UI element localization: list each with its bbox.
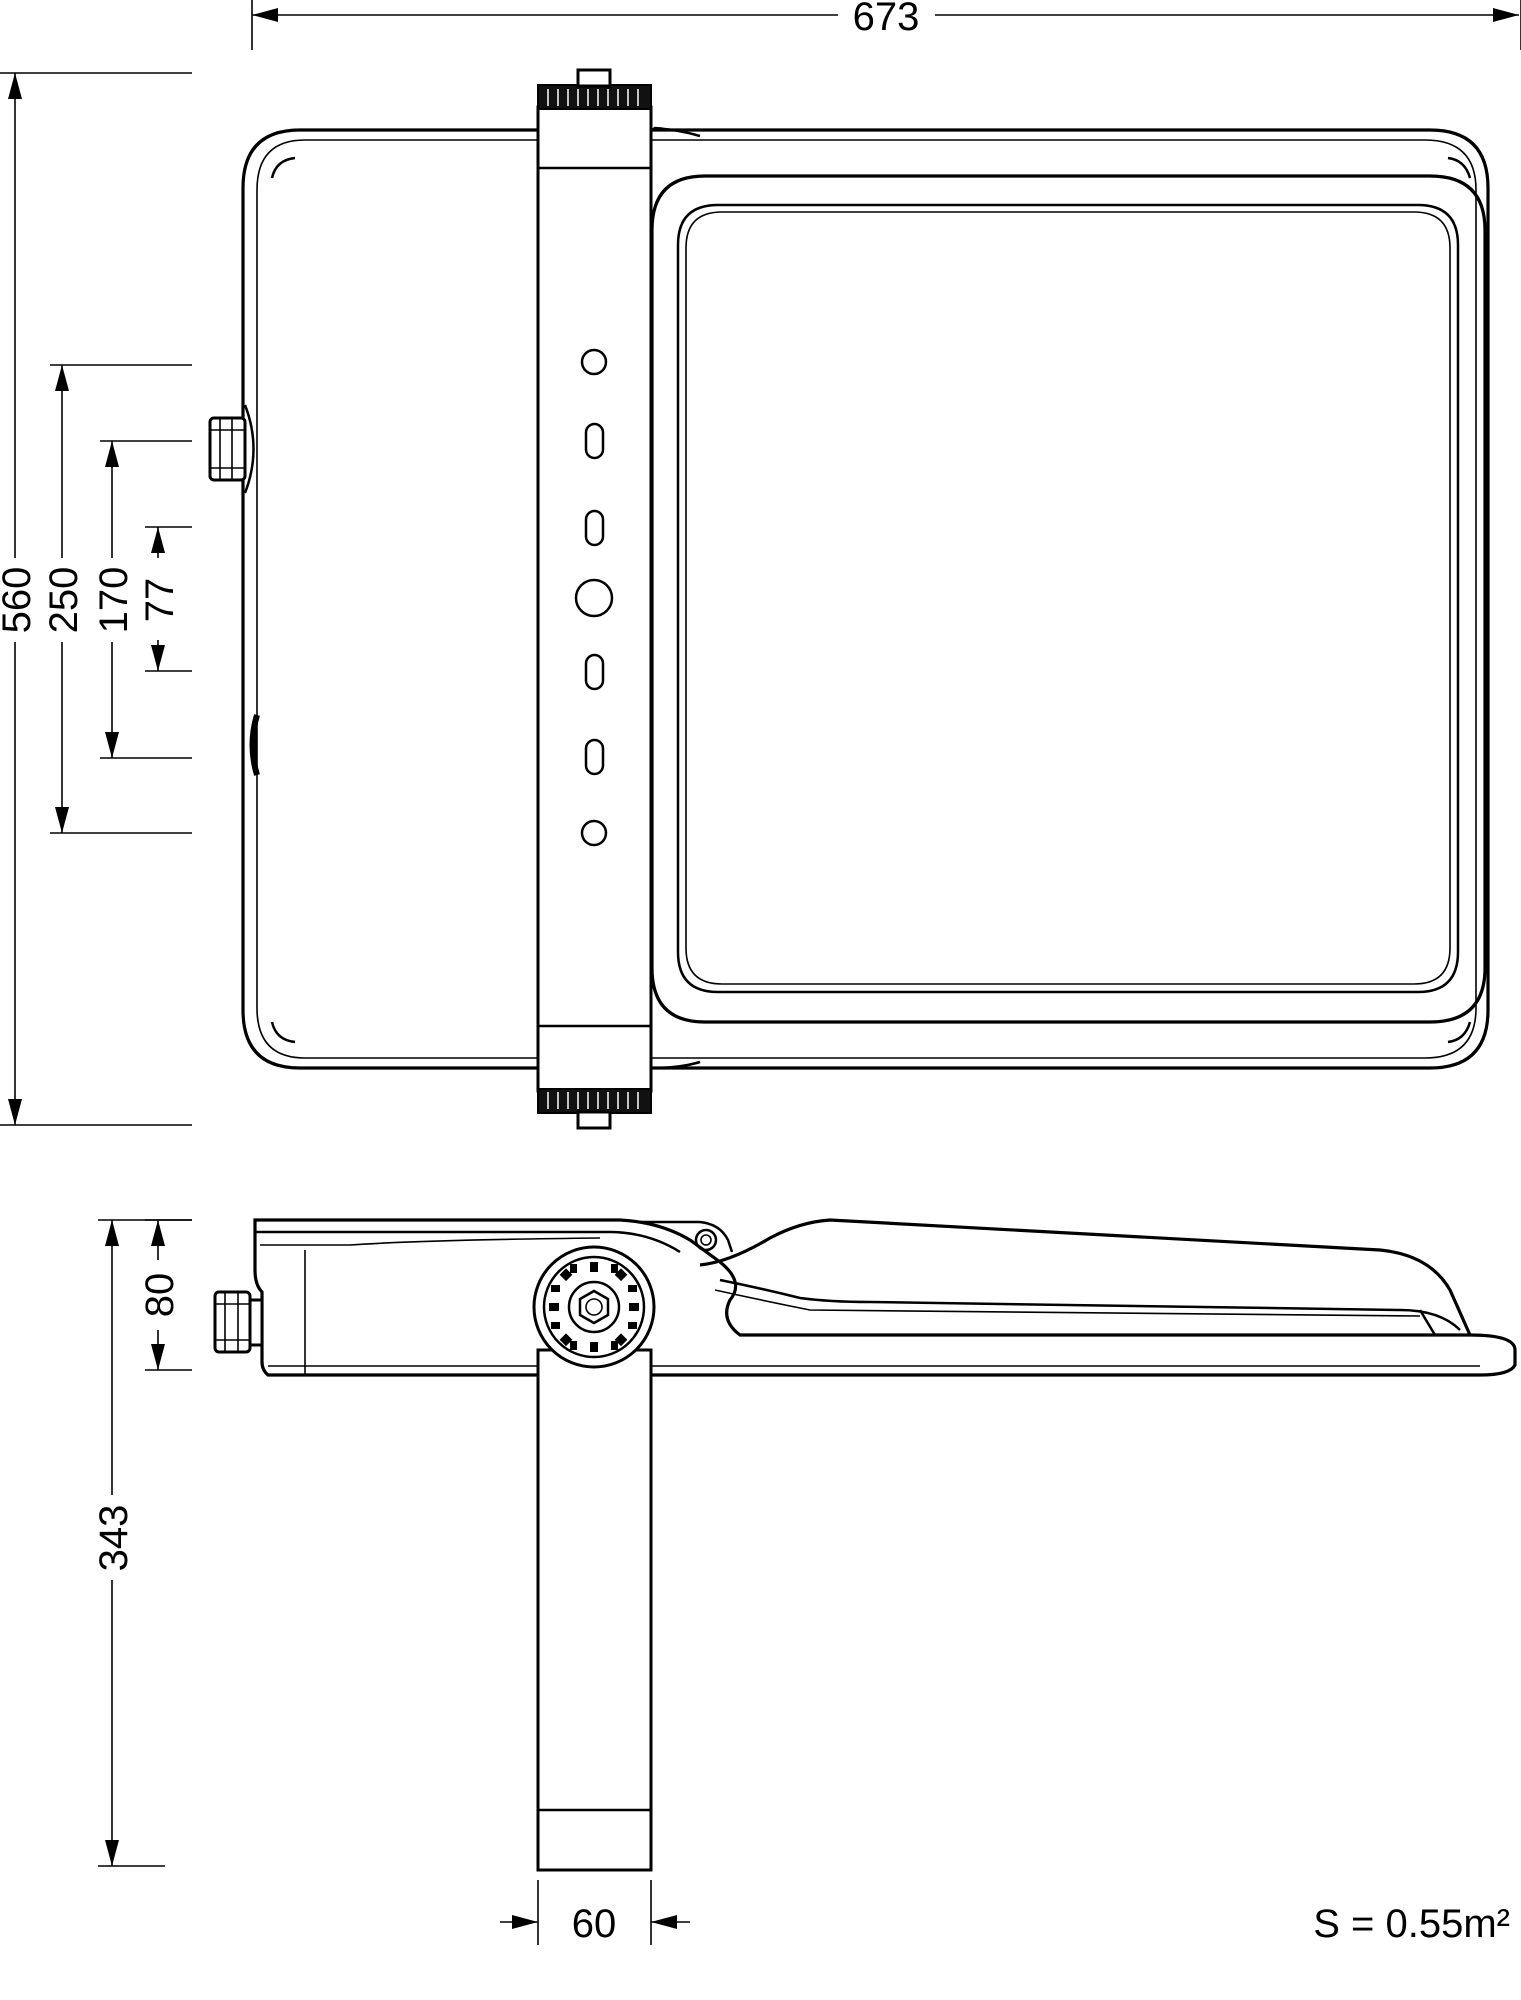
dim-mount-spacing-inner: 77 — [138, 578, 182, 623]
side-diffuser-inner — [719, 1278, 1461, 1331]
side-housing-top-lip-2 — [260, 1237, 601, 1246]
side-hinge-screw-inner — [700, 1234, 712, 1246]
knob-bottom-ridges — [547, 1092, 639, 1109]
knob-top-cap — [576, 68, 612, 88]
side-hinge-teeth — [549, 1262, 639, 1352]
top-view — [208, 68, 1490, 1130]
bracket-slot-1 — [584, 422, 605, 460]
knob-bottom-cap — [576, 1110, 612, 1130]
dim-overall-width: 673 — [853, 0, 920, 39]
dim-mount-spacing-mid: 170 — [92, 567, 136, 634]
knob-top — [537, 84, 652, 110]
side-diffuser-inner-2 — [714, 1289, 1421, 1317]
bracket-slot-2 — [584, 509, 605, 547]
bracket-hole-1 — [580, 348, 608, 376]
side-hinge-block — [640, 1220, 734, 1253]
surface-area-note: S = 0.55m² — [1313, 1902, 1510, 1946]
dim-bracket-length: 343 — [92, 1505, 136, 1572]
hinge-flare-top — [651, 126, 701, 138]
side-housing — [253, 1218, 1517, 1377]
dim-overall-height: 560 — [0, 567, 39, 634]
dim-housing-depth: 80 — [138, 1273, 182, 1318]
dim-bracket-width: 60 — [572, 1902, 617, 1946]
side-plug — [249, 714, 260, 776]
hinge-flare-bottom — [651, 1060, 701, 1070]
corner-slot-br — [1447, 1021, 1472, 1044]
side-housing-top-lip — [255, 1230, 681, 1254]
side-view — [213, 1218, 1517, 1872]
side-hinge-bolt — [585, 1298, 603, 1316]
dim-mount-spacing-outer: 250 — [42, 567, 86, 634]
dimension-lines — [0, 0, 1521, 1945]
side-hinge-knob — [542, 1255, 646, 1359]
side-diffuser-edge — [1418, 1309, 1437, 1336]
bracket-strip — [536, 105, 653, 1093]
side-diffuser — [699, 1218, 1472, 1336]
knob-top-ridges — [547, 89, 639, 106]
housing-inner-outline — [256, 139, 1477, 1059]
corner-slot-bl — [270, 1021, 296, 1044]
lens-window — [676, 203, 1460, 994]
lens-frame — [650, 174, 1487, 1024]
side-hinge-knob-inner — [567, 1280, 621, 1334]
bracket-slot-4 — [584, 738, 605, 776]
housing-outline — [241, 128, 1490, 1070]
bracket-hole-center — [574, 578, 614, 618]
corner-slot-tl — [270, 156, 296, 179]
side-hinge-screw — [694, 1228, 718, 1252]
knob-bottom — [537, 1088, 652, 1114]
corner-slot-tr — [1447, 156, 1472, 179]
bracket-hole-2 — [580, 819, 608, 847]
lens-window-inner — [685, 211, 1451, 985]
side-bracket — [536, 1348, 653, 1872]
cable-gland-side — [213, 1290, 264, 1354]
cable-gland-top — [208, 404, 255, 494]
side-hinge-nut — [578, 1289, 610, 1325]
bracket-slot-3 — [584, 653, 605, 691]
